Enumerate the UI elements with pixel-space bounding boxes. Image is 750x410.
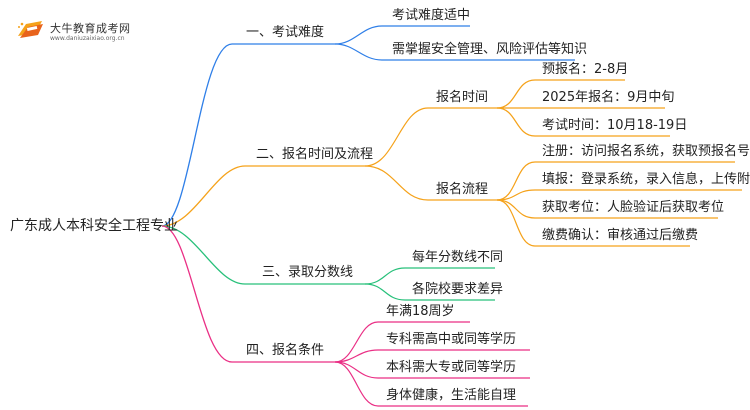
leaf-requirement-3: 本科需大专或同等学历 <box>386 360 517 375</box>
connector-root-branch4 <box>161 225 233 363</box>
group-label-time: 报名时间 <box>436 90 489 105</box>
connector-b4-leaf2 <box>334 349 379 363</box>
leaf-score-2: 各院校要求差异 <box>412 282 504 297</box>
leaf-process-4: 缴费确认：审核通过后缴费 <box>542 228 699 243</box>
leaf-difficulty-2: 需掌握安全管理、风险评估等知识 <box>392 42 588 57</box>
connector-b4-leaf1 <box>334 321 379 363</box>
leaf-process-2: 填报：登录系统，录入信息，上传附件 <box>542 172 750 187</box>
leaf-requirement-1: 年满18周岁 <box>386 304 455 319</box>
connector-b4-leaf4 <box>334 361 379 407</box>
connector-g2-leaf1 <box>496 161 536 201</box>
connector-b3-leaf1 <box>364 267 406 285</box>
leaf-process-3: 获取考位：人脸验证后获取考位 <box>542 200 725 215</box>
connector-b1-leaf1 <box>334 25 383 45</box>
leaf-difficulty-1: 考试难度适中 <box>392 8 471 23</box>
brand-name: 大牛教育成考网 <box>50 22 131 35</box>
connector-g2-leaf4 <box>496 199 536 247</box>
connector-g2-leaf2 <box>496 189 536 201</box>
connector-root-branch3 <box>161 225 246 285</box>
root-node: 广东成人本科安全工程专业 <box>10 218 178 234</box>
branch-label-admission-score: 三、录取分数线 <box>262 265 354 280</box>
brand-url: www.daniuzaixiao.org.cn <box>50 35 125 42</box>
leaf-time-2: 2025年报名：9月中旬 <box>542 90 675 105</box>
book-logo-icon <box>18 21 43 38</box>
leaf-time-3: 考试时间：10月18-19日 <box>542 118 688 133</box>
leaf-requirement-4: 身体健康，生活能自理 <box>386 388 517 403</box>
connector-b1-leaf2 <box>334 43 383 61</box>
connector-g2-leaf3 <box>496 199 536 219</box>
branch-label-registration: 二、报名时间及流程 <box>256 147 374 162</box>
connector-root-branch2 <box>161 165 246 227</box>
connector-b2-group1 <box>364 107 429 167</box>
connector-b2-group2 <box>364 165 429 201</box>
brand-logo: 大牛教育成考网 www.daniuzaixiao.org.cn <box>16 16 136 48</box>
connector-g1-leaf3 <box>496 107 536 137</box>
branch-label-difficulty: 一、考试难度 <box>246 25 325 40</box>
leaf-time-1: 预报名：2-8月 <box>542 62 629 77</box>
leaf-score-1: 每年分数线不同 <box>412 250 504 265</box>
connector-b3-leaf2 <box>364 283 406 301</box>
leaf-process-1: 注册：访问报名系统，获取预报名号 <box>542 144 750 159</box>
group-label-process: 报名流程 <box>436 182 489 197</box>
connector-g1-leaf1 <box>496 79 536 109</box>
leaf-requirement-2: 专科需高中或同等学历 <box>386 332 517 347</box>
branch-label-requirements: 四、报名条件 <box>246 343 325 358</box>
connector-root-branch1 <box>161 43 233 227</box>
